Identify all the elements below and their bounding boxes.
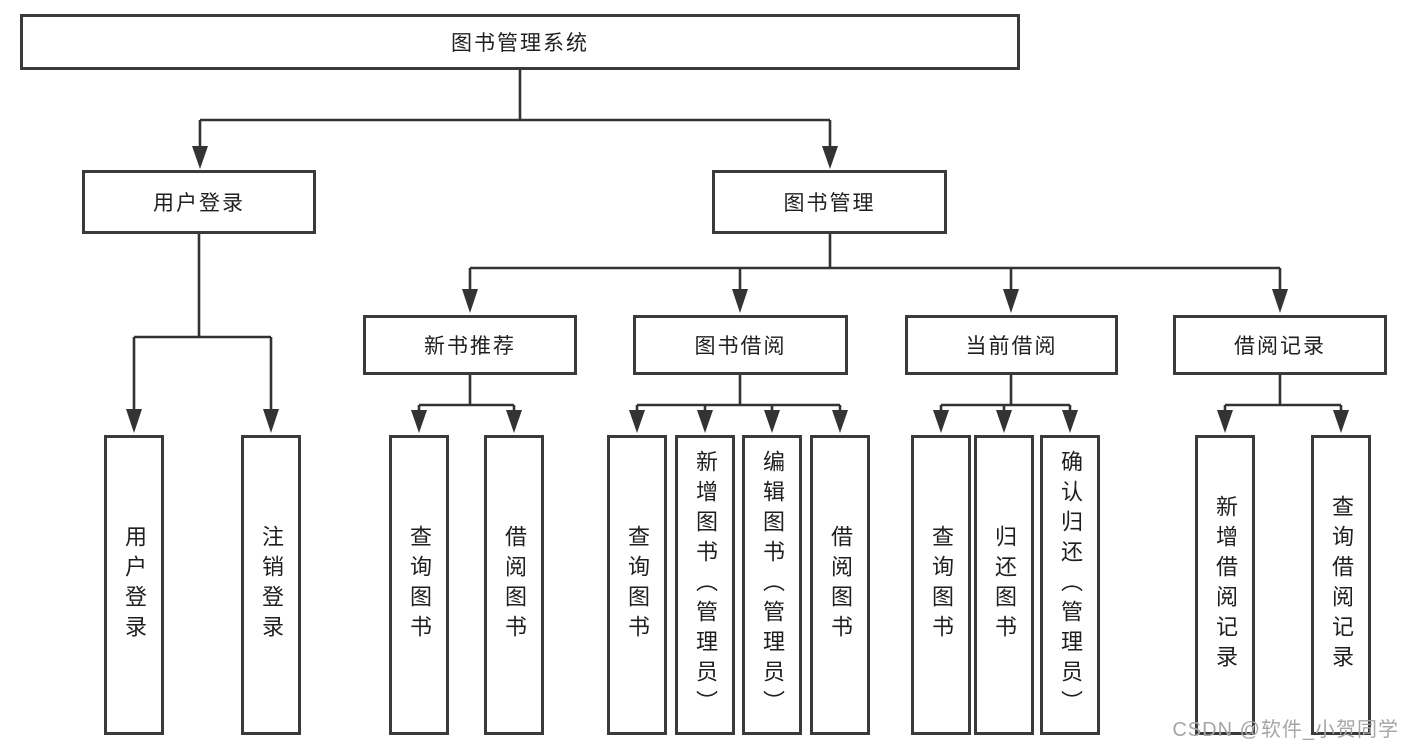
leaf-logout: 注销登录: [241, 435, 301, 735]
node-library-system: 图书管理系统: [20, 14, 1020, 70]
node-new-book-recommend-label: 新书推荐: [424, 335, 516, 358]
leaf-borrow-books: 借阅图书: [810, 435, 870, 735]
leaf-user-login: 用户登录: [104, 435, 164, 735]
leaf-user-login-label: 用户登录: [122, 525, 147, 645]
leaf-query-books-borrow-label: 查询图书: [625, 525, 650, 645]
leaf-add-book-admin: 新增图书（管理员）: [675, 435, 735, 735]
leaf-borrow-books-recommend-label: 借阅图书: [502, 525, 527, 645]
node-book-management: 图书管理: [712, 170, 947, 234]
node-user-login-label: 用户登录: [153, 192, 245, 215]
node-book-borrow: 图书借阅: [633, 315, 848, 375]
leaf-return-books-label: 归还图书: [992, 525, 1017, 645]
node-borrow-records-label: 借阅记录: [1234, 335, 1326, 358]
leaf-query-books-current-label: 查询图书: [929, 525, 954, 645]
node-current-borrow-label: 当前借阅: [965, 335, 1058, 358]
leaf-add-book-admin-label: 新增图书（管理员）: [693, 450, 718, 720]
leaf-borrow-books-label: 借阅图书: [828, 525, 853, 645]
csdn-watermark: CSDN @软件_小贺同学: [1172, 719, 1399, 741]
node-library-system-label: 图书管理系统: [451, 32, 589, 55]
node-current-borrow: 当前借阅: [905, 315, 1118, 375]
leaf-confirm-return-admin-label: 确认归还（管理员）: [1058, 450, 1083, 720]
leaf-confirm-return-admin: 确认归还（管理员）: [1040, 435, 1100, 735]
leaf-query-books-borrow: 查询图书: [607, 435, 667, 735]
leaf-query-borrow-record-label: 查询借阅记录: [1329, 495, 1354, 675]
node-new-book-recommend: 新书推荐: [363, 315, 577, 375]
leaf-edit-book-admin: 编辑图书（管理员）: [742, 435, 802, 735]
leaf-add-borrow-record: 新增借阅记录: [1195, 435, 1255, 735]
node-book-management-label: 图书管理: [783, 192, 876, 215]
leaf-logout-label: 注销登录: [259, 525, 284, 645]
node-borrow-records: 借阅记录: [1173, 315, 1387, 375]
node-user-login: 用户登录: [82, 170, 316, 234]
leaf-add-borrow-record-label: 新增借阅记录: [1213, 495, 1238, 675]
leaf-query-borrow-record: 查询借阅记录: [1311, 435, 1371, 735]
leaf-query-books-recommend: 查询图书: [389, 435, 449, 735]
leaf-edit-book-admin-label: 编辑图书（管理员）: [760, 450, 785, 720]
leaf-query-books-current: 查询图书: [911, 435, 971, 735]
leaf-return-books: 归还图书: [974, 435, 1034, 735]
leaf-query-books-recommend-label: 查询图书: [407, 525, 432, 645]
leaf-borrow-books-recommend: 借阅图书: [484, 435, 544, 735]
node-book-borrow-label: 图书借阅: [694, 335, 787, 358]
